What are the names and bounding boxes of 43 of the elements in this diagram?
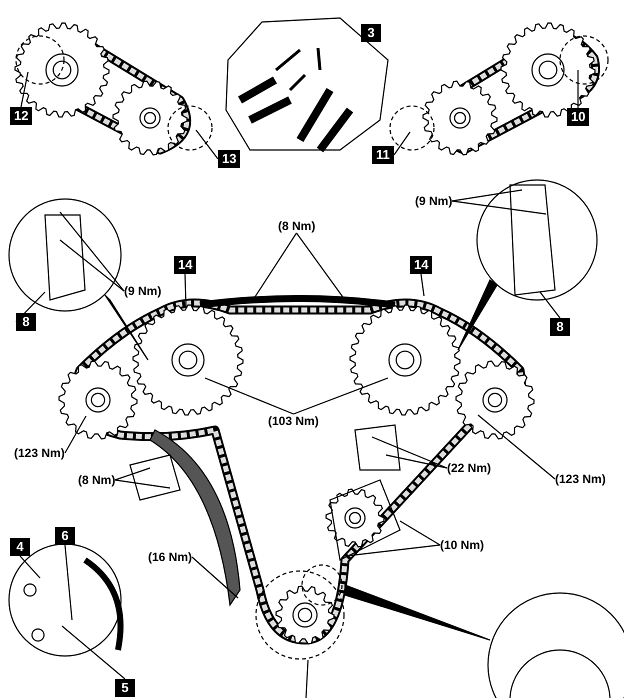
leader-line — [400, 520, 440, 546]
torque-label: (8 Nm) — [78, 473, 116, 487]
leader-line — [204, 377, 294, 415]
callout-number: 14 — [410, 256, 432, 274]
torque-label: (9 Nm) — [124, 284, 162, 298]
torque-label: (123 Nm) — [14, 446, 65, 460]
torque-label: (8 Nm) — [278, 219, 316, 233]
torque-label: (10 Nm) — [440, 538, 484, 552]
leader-line — [60, 240, 124, 292]
leader-line — [64, 416, 87, 454]
leader-line — [372, 436, 448, 469]
callout-number: 6 — [55, 527, 75, 545]
leader-line — [192, 556, 238, 598]
torque-label: (123 Nm) — [555, 472, 606, 486]
leader-line — [346, 544, 440, 557]
callout-number: 4 — [10, 538, 30, 556]
leader-line — [452, 200, 546, 215]
leader-line — [114, 479, 170, 489]
callout-number: 10 — [567, 108, 590, 126]
leader-line — [64, 544, 73, 620]
callout-number: 12 — [10, 107, 32, 125]
callout-number: 8 — [16, 313, 36, 331]
callout-number: 3 — [361, 24, 381, 42]
leader-line — [184, 274, 187, 308]
torque-label: (22 Nm) — [447, 461, 492, 475]
leader-line — [60, 212, 124, 292]
leader-line — [114, 467, 150, 481]
leader-line — [386, 454, 448, 469]
torque-label: (9 Nm) — [415, 194, 452, 208]
leader-line — [62, 626, 126, 680]
torque-label: (16 Nm) — [148, 550, 192, 564]
leader-line — [196, 130, 218, 160]
callout-number: 13 — [218, 150, 240, 168]
torque-label: (103 Nm) — [268, 414, 319, 428]
leader-line — [293, 377, 388, 415]
leader-line — [540, 292, 560, 318]
callout-number: 8 — [550, 318, 570, 336]
leader-line — [478, 414, 556, 480]
leader-line — [452, 189, 522, 202]
callout-number: 14 — [174, 256, 196, 274]
leader-line — [420, 274, 425, 296]
callout-number: 5 — [115, 679, 135, 697]
callout-number: 11 — [372, 146, 394, 164]
